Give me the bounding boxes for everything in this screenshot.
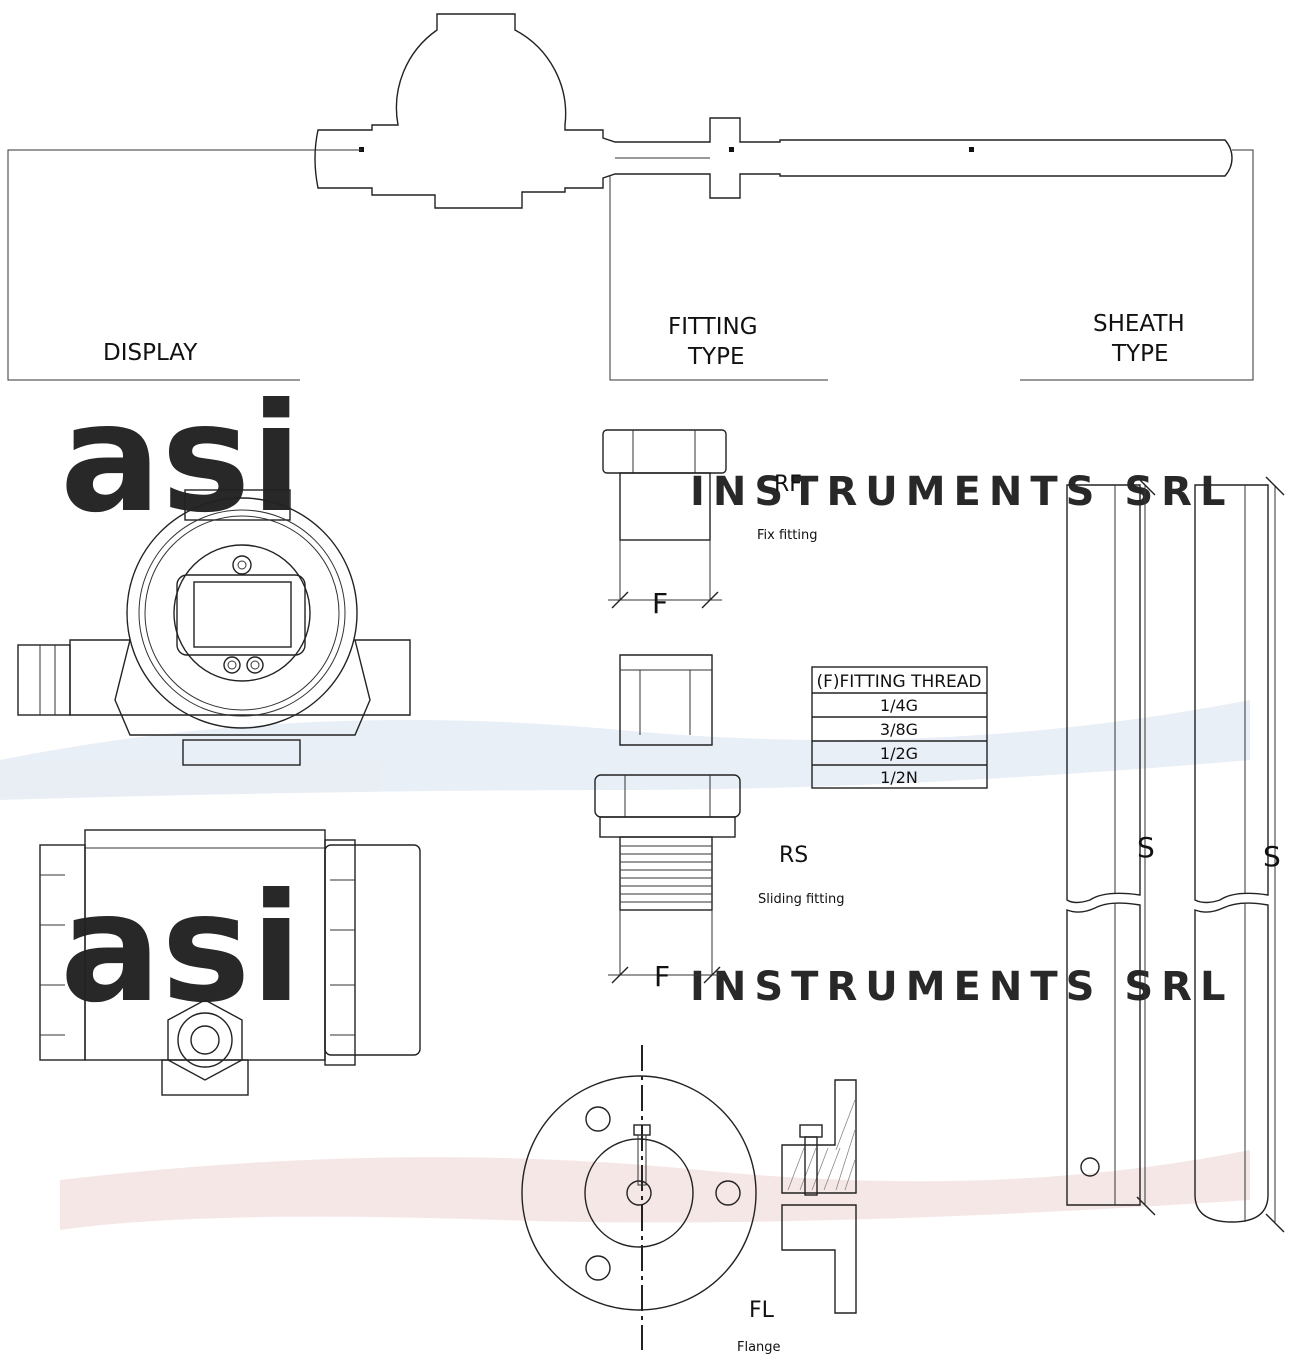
rf-dim-label: F	[652, 587, 668, 620]
rs-desc: Sliding fitting	[758, 892, 844, 907]
rf-fix-fitting	[602, 429, 727, 609]
thread-row-4: 1/2N	[880, 768, 918, 787]
sheath-type-2	[1194, 476, 1285, 1233]
sheath-type-1	[1066, 476, 1156, 1216]
fl-desc: Flange	[737, 1340, 781, 1355]
display-head-front-view	[17, 489, 411, 766]
rs-sliding-fitting	[594, 654, 741, 984]
watermark-sub-top: INSTRUMENTS SRL	[690, 469, 1233, 515]
sheath-1-dim: S	[1137, 831, 1155, 864]
watermark: asi INSTRUMENTS SRL asi INSTRUMENTS SRL	[0, 372, 1250, 1230]
watermark-brand-bottom: asi	[60, 862, 302, 1036]
thread-row-3: 1/2G	[880, 744, 918, 763]
fl-code: FL	[749, 1298, 775, 1323]
rs-dim-label: F	[654, 960, 670, 993]
thread-table	[811, 666, 988, 789]
sheath-label-line2: TYPE	[1111, 341, 1169, 367]
display-label: DISPLAY	[103, 340, 198, 366]
rf-desc: Fix fitting	[757, 528, 817, 543]
fitting-label-line1: FITTING	[668, 314, 758, 340]
sensor-assembly	[7, 13, 1254, 381]
display-head-side-view	[39, 829, 421, 1096]
thread-row-1: 1/4G	[880, 696, 918, 715]
thread-row-2: 3/8G	[880, 720, 918, 739]
sheath-label-line1: SHEATH	[1093, 311, 1185, 337]
sheath-2-dim: S	[1263, 840, 1281, 873]
rs-code: RS	[779, 843, 808, 868]
watermark-brand-top: asi	[60, 372, 302, 546]
watermark-sub-bottom: INSTRUMENTS SRL	[690, 964, 1233, 1010]
fl-flange	[521, 1045, 857, 1350]
thread-table-header: (F)FITTING THREAD	[816, 672, 981, 692]
rf-code: RF	[774, 472, 802, 497]
fitting-label-line2: TYPE	[687, 344, 745, 370]
